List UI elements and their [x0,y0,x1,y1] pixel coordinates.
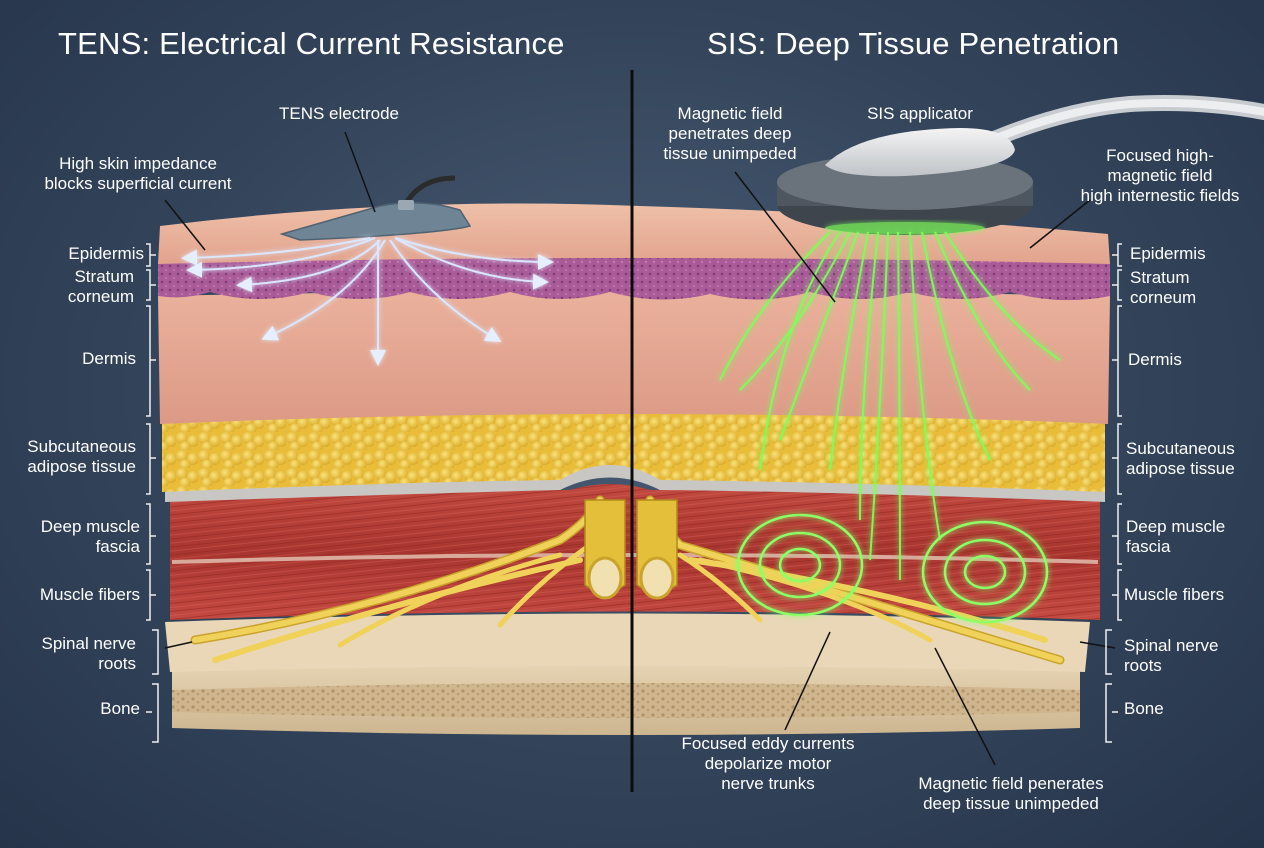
left-label-bone: Bone [6,699,140,719]
periosteum-layer [165,613,1090,672]
bone-marrow [172,683,1080,718]
magnetic-field-bottom-label: Magnetic field penerates deep tissue uni… [896,774,1126,814]
sis-applicator-label: SIS applicator [830,104,1010,124]
high-skin-impedance-line-2: blocks superficial current [44,174,232,193]
right-label-adipose: Subcutaneous adipose tissue [1126,439,1262,479]
left-label-dermis-line: Dermis [82,349,136,368]
focused-high-label: Focused high- magnetic field high intern… [1060,146,1260,206]
eddy-currents-line-1: Focused eddy currents [681,734,855,753]
spinal-cord [584,499,678,600]
sis-title: SIS: Deep Tissue Penetration [707,26,1120,61]
right-label-dermis-line: Dermis [1128,350,1182,369]
right-label-stratum: Stratum corneum [1130,268,1260,308]
right-label-fascia-line-1: Deep muscle [1126,517,1226,536]
sis-applicator-label-line: SIS applicator [867,104,973,123]
eddy-currents-line-3: nerve trunks [721,774,815,793]
right-label-muscle: Muscle fibers [1124,585,1262,605]
left-label-muscle-line: Muscle fibers [39,585,140,604]
focused-high-line-2: magnetic field [1107,166,1213,185]
left-label-adipose-line-1: Subcutaneous [27,437,136,456]
focused-high-line-3: high internestic fields [1080,186,1240,205]
right-brackets [1105,243,1122,743]
left-label-nerve: Spinal nerve roots [6,634,136,674]
left-label-nerve-line-2: roots [98,654,136,673]
dermis-layer [158,291,1110,424]
fascia-sheet [165,461,1105,502]
focused-high-line-1: Focused high- [1106,146,1214,165]
right-label-bone: Bone [1124,699,1254,719]
eddy-currents-label: Focused eddy currents depolarize motor n… [660,734,876,794]
left-label-dermis: Dermis [10,349,136,369]
right-label-adipose-line-2: adipose tissue [1126,459,1235,478]
tens-electrode [279,175,472,241]
magnetic-field-bottom-line-1: Magnetic field penerates [918,774,1104,793]
left-label-stratum-line-2: corneum [67,287,134,306]
left-label-fascia-line-1: Deep muscle [40,517,140,536]
high-skin-impedance-line-1: High skin impedance [59,154,217,173]
sis-field [719,231,1061,581]
right-label-nerve: Spinal nerve roots [1124,636,1262,676]
sis-applicator [777,95,1264,235]
eddy-currents-line-2: depolarize motor [704,754,832,773]
right-label-epidermis: Epidermis [1130,244,1260,264]
right-label-stratum-line-1: Stratum [1130,268,1190,287]
high-skin-impedance-label: High skin impedance blocks superficial c… [22,154,254,194]
left-label-fascia-line-2: fascia [95,537,140,556]
magnetic-field-top-line-2: penetrates deep [668,124,792,143]
left-brackets [146,243,159,743]
left-label-epidermis-line: Epidermis [68,244,144,263]
right-label-epidermis-line: Epidermis [1130,244,1206,263]
magnetic-field-top-label: Magnetic field penetrates deep tissue un… [630,104,830,164]
right-label-dermis: Dermis [1128,350,1258,370]
magnetic-field-bottom-line-2: deep tissue unimpeded [923,794,1099,813]
right-label-stratum-line-2: corneum [1130,288,1197,307]
right-label-adipose-line-1: Subcutaneous [1126,439,1235,458]
left-label-nerve-line-1: Spinal nerve [41,634,136,653]
magnetic-field-top-line-3: tissue unimpeded [663,144,797,163]
right-label-nerve-line-1: Spinal nerve [1124,636,1219,655]
right-label-muscle-line: Muscle fibers [1124,585,1225,604]
left-label-adipose-line-2: adipose tissue [27,457,136,476]
left-label-stratum-line-1: Stratum [74,267,134,286]
tens-electrode-label: TENS electrode [254,104,424,124]
magnetic-field-top-line-1: Magnetic field [677,104,783,123]
tens-current [181,237,554,366]
tissue-block [158,203,1110,735]
muscle-fiber-texture [170,484,1100,620]
left-label-bone-line: Bone [100,699,140,718]
right-label-fascia-line-2: fascia [1126,537,1171,556]
right-label-fascia: Deep muscle fascia [1126,517,1262,557]
tens-title: TENS: Electrical Current Resistance [58,26,565,61]
right-label-bone-line: Bone [1124,699,1164,718]
right-label-nerve-line-2: roots [1124,656,1162,675]
left-label-fascia: Deep muscle fascia [6,517,140,557]
left-label-muscle: Muscle fibers [6,585,140,605]
tens-electrode-label-line: TENS electrode [279,104,399,123]
left-label-stratum: Stratum corneum [10,267,134,307]
leader-lines [164,131,1116,766]
left-label-epidermis: Epidermis [10,244,144,264]
eddy-current-rings [736,513,1049,624]
left-label-adipose: Subcutaneous adipose tissue [6,437,136,477]
